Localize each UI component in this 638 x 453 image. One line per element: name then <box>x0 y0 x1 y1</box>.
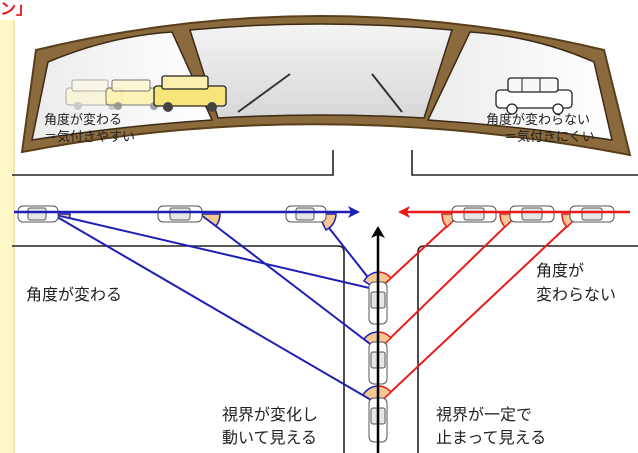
left-window-car-near <box>153 75 227 112</box>
lane-car-right-3 <box>569 205 615 223</box>
mirror-left-caption-2: ＝気付きやすい <box>44 129 135 145</box>
center-windshield <box>189 23 453 119</box>
mirror-left-caption-1: 角度が変わる <box>44 112 122 128</box>
red-sight-lines <box>377 213 581 405</box>
lane-car-left-2 <box>157 205 203 223</box>
lane-car-left-1 <box>17 205 59 223</box>
blue-sight-lines <box>51 213 379 405</box>
mirror-right-caption-2: ＝気付きにくい <box>504 129 595 145</box>
label-view-constant-1: 視界が一定で <box>436 405 532 424</box>
angle-left-car-2 <box>197 213 221 228</box>
label-view-constant-2: 止まって見える <box>436 428 546 447</box>
lane-car-right-2 <box>509 205 555 223</box>
right-window-car <box>495 77 573 115</box>
lane-car-right-1 <box>451 205 497 223</box>
label-angle-changes: 角度が変わる <box>26 285 122 304</box>
windshield-road-right <box>371 73 403 113</box>
label-angle-unchanged-1: 角度が <box>536 261 584 280</box>
road-top-edge-left <box>12 150 334 176</box>
mirror-frame-group: 角度が変わる ＝気付きやすい 角度が変わらない ＝気付きにくい <box>20 15 632 157</box>
label-view-changes-1: 視界が変化し <box>222 405 318 424</box>
left-window-cars <box>65 75 227 112</box>
corner-title: ン」 <box>0 0 32 18</box>
lane-car-left-3 <box>285 205 327 223</box>
angle-wedges <box>51 213 582 406</box>
windshield-road-left <box>237 73 291 113</box>
lane-cars-right <box>451 205 615 223</box>
road-bottom-edge-left <box>12 245 345 453</box>
label-angle-unchanged-2: 変わらない <box>536 285 616 304</box>
left-side-strip <box>0 20 14 453</box>
road-top-edge-right <box>411 150 638 176</box>
label-view-changes-2: 動いて見える <box>222 428 317 447</box>
mirror-right-caption-1: 角度が変わらない <box>486 112 590 128</box>
